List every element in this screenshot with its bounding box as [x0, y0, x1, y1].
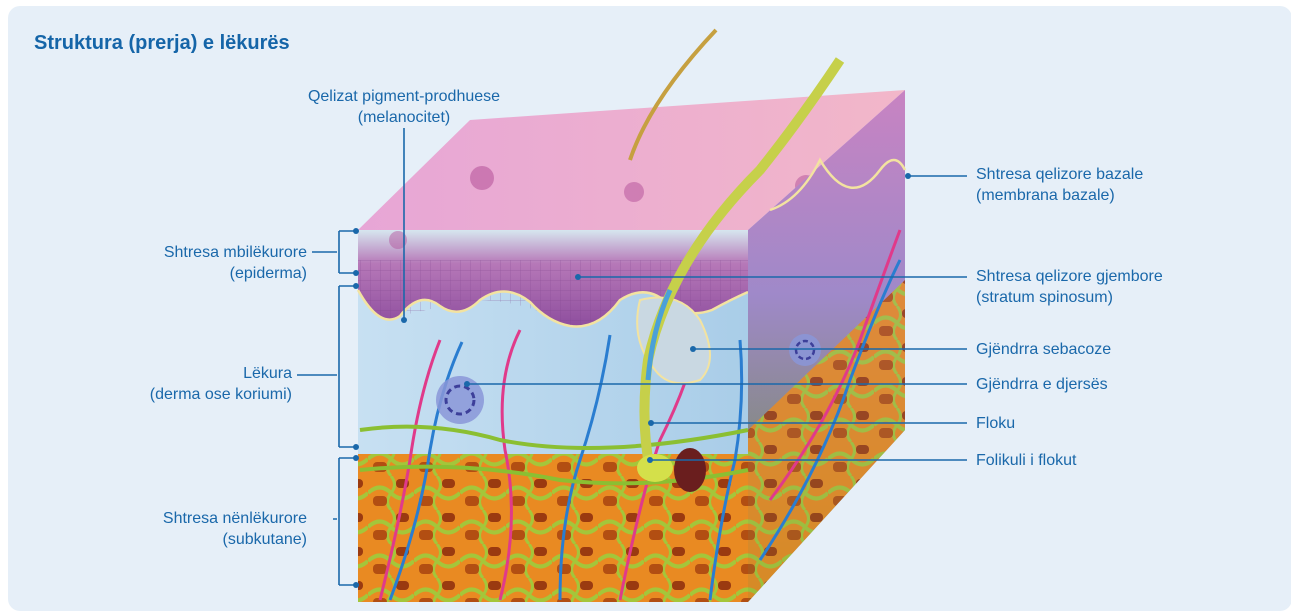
- label-subcutis: Shtresa nënlëkurore (subkutane): [60, 508, 307, 550]
- label-melanocytes-line2: (melanocitet): [279, 107, 529, 128]
- label-spinous: Shtresa qelizore gjembore (stratum spino…: [976, 266, 1163, 308]
- dermal-papilla: [674, 448, 706, 492]
- label-subcutis-line2: (subkutane): [60, 529, 307, 550]
- label-sweat-line1: Gjëndrra e djersës: [976, 374, 1108, 395]
- label-basal-line1: Shtresa qelizore bazale: [976, 164, 1143, 185]
- label-spinous-line2: (stratum spinosum): [976, 287, 1163, 308]
- label-basal: Shtresa qelizore bazale (membrana bazale…: [976, 164, 1143, 206]
- label-sebaceous-line1: Gjëndrra sebacoze: [976, 339, 1111, 360]
- label-hair: Floku: [976, 413, 1015, 434]
- label-dermis-line1: Lëkura: [60, 363, 292, 384]
- label-dermis: Lëkura (derma ose koriumi): [60, 363, 292, 405]
- label-sebaceous: Gjëndrra sebacoze: [976, 339, 1111, 360]
- hair-bulb: [637, 454, 673, 482]
- label-spinous-line1: Shtresa qelizore gjembore: [976, 266, 1163, 287]
- label-follicle-line1: Folikuli i flokut: [976, 450, 1076, 471]
- label-subcutis-line1: Shtresa nënlëkurore: [60, 508, 307, 529]
- pore-mark: [470, 166, 494, 190]
- label-follicle: Folikuli i flokut: [976, 450, 1076, 471]
- label-epidermis-line2: (epiderma): [60, 263, 307, 284]
- label-epidermis-line1: Shtresa mbilëkurore: [60, 242, 307, 263]
- label-melanocytes-line1: Qelizat pigment-prodhuese: [279, 86, 529, 107]
- pore-mark: [624, 182, 644, 202]
- label-sweat: Gjëndrra e djersës: [976, 374, 1108, 395]
- label-melanocytes: Qelizat pigment-prodhuese (melanocitet): [279, 86, 529, 128]
- label-dermis-line2: (derma ose koriumi): [60, 384, 292, 405]
- sweat-gland-side: [789, 334, 821, 366]
- label-basal-line2: (membrana bazale): [976, 185, 1143, 206]
- label-hair-line1: Floku: [976, 413, 1015, 434]
- label-epidermis: Shtresa mbilëkurore (epiderma): [60, 242, 307, 284]
